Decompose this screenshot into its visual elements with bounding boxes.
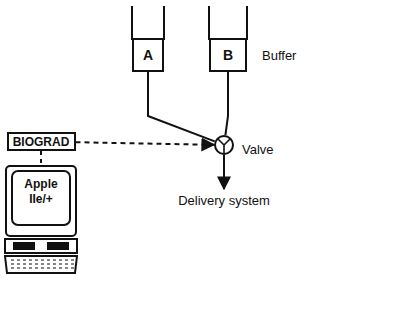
reservoir-wall <box>131 6 133 40</box>
reservoir-wall <box>208 6 210 40</box>
reservoir-wall <box>246 6 248 40</box>
node-label: Delivery system <box>178 193 270 208</box>
computer-box: Apple IIe/+ <box>4 165 78 275</box>
flow-line <box>223 155 225 189</box>
node-label: A <box>143 47 153 63</box>
node-label: B <box>223 47 233 63</box>
buffer-b-box: B <box>209 38 247 72</box>
buffer-a-box: A <box>132 38 164 72</box>
valve-label: Valve <box>242 142 274 157</box>
node-label: Apple IIe/+ <box>14 177 68 207</box>
node-label: BIOGRAD <box>13 135 70 149</box>
flow-line <box>148 72 215 141</box>
delivery-text: Delivery system <box>175 189 273 207</box>
reservoir-wall <box>163 6 165 40</box>
control-line <box>76 142 215 145</box>
control-line <box>40 151 42 165</box>
valve-drawing <box>214 135 234 155</box>
valve-symbol: Valve <box>214 135 234 155</box>
flow-line <box>225 72 228 135</box>
biograd-box: BIOGRAD <box>7 132 76 151</box>
reservoir-label: Buffer <box>262 48 296 63</box>
